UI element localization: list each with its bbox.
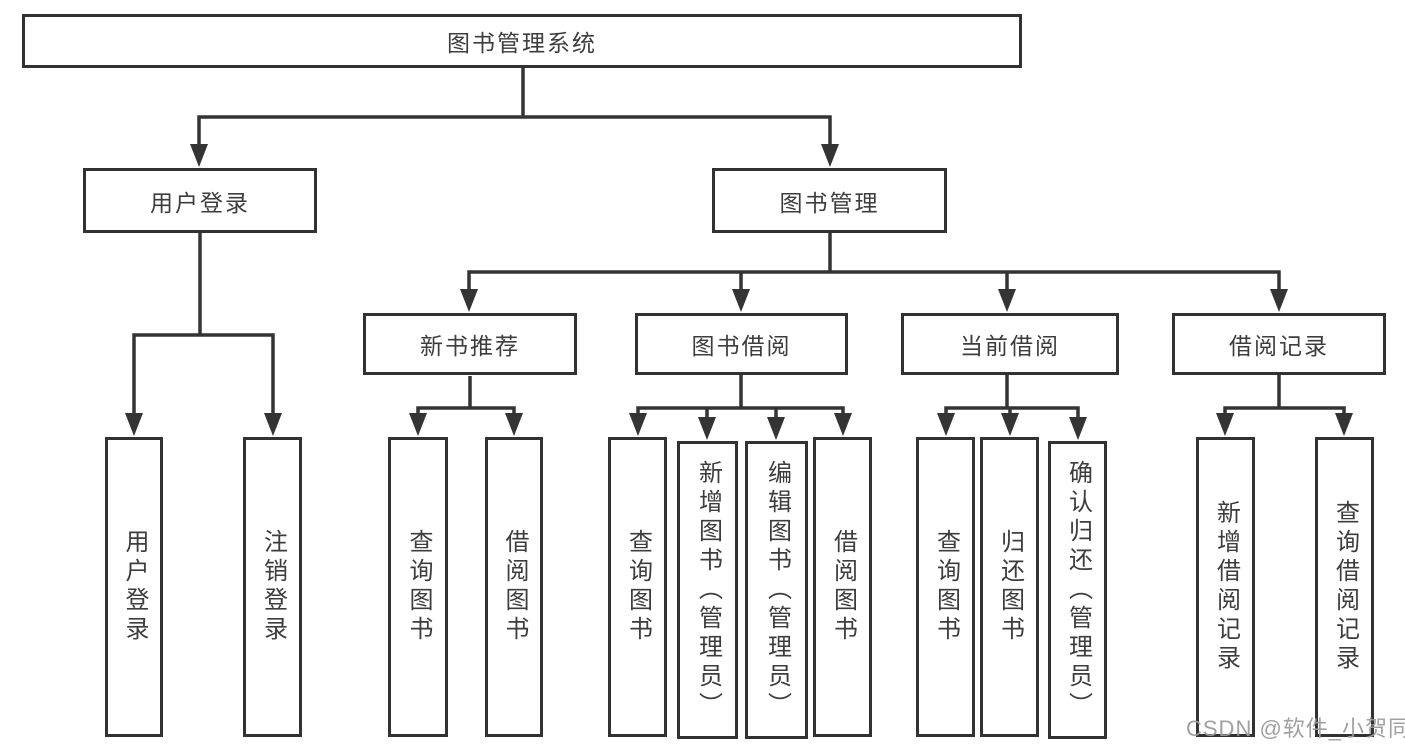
node-current-borrowing: 当前借阅 — [901, 313, 1119, 375]
leaf-logout: 注销登录 — [243, 437, 302, 737]
leaf-confirm-return-admin: 确认归还（管理员） — [1048, 441, 1107, 739]
leaf-edit-book-admin: 编辑图书（管理员） — [745, 441, 808, 739]
leaf-borrow-books-recommend: 借阅图书 — [485, 437, 543, 737]
leaf-query-books-borrowing: 查询图书 — [608, 437, 667, 737]
leaf-label: 注销登录 — [259, 529, 287, 645]
leaf-query-borrow-record: 查询借阅记录 — [1315, 437, 1374, 737]
node-book-management: 图书管理 — [712, 168, 947, 233]
leaf-label: 借阅图书 — [501, 529, 528, 645]
leaf-label: 编辑图书（管理员） — [763, 459, 791, 721]
leaf-return-book: 归还图书 — [980, 437, 1039, 737]
leaf-label: 借阅图书 — [829, 529, 857, 645]
leaf-label: 查询图书 — [624, 529, 652, 645]
node-user-login: 用户登录 — [83, 168, 317, 233]
node-new-book-recommend: 新书推荐 — [363, 313, 577, 375]
leaf-label: 归还图书 — [996, 529, 1024, 645]
leaf-user-login: 用户登录 — [105, 437, 163, 737]
node-root-system: 图书管理系统 — [22, 14, 1022, 68]
leaf-add-book-admin: 新增图书（管理员） — [677, 441, 738, 739]
leaf-label: 查询图书 — [405, 529, 432, 645]
leaf-label: 查询借阅记录 — [1331, 500, 1359, 674]
leaf-label: 新增图书（管理员） — [694, 459, 722, 721]
leaf-query-books-recommend: 查询图书 — [388, 437, 448, 737]
node-book-borrowing: 图书借阅 — [635, 313, 848, 375]
leaf-query-books-current: 查询图书 — [916, 437, 975, 737]
node-borrowing-records: 借阅记录 — [1172, 313, 1386, 375]
csdn-watermark: CSDN @软件_小贺同学 — [1186, 716, 1405, 741]
leaf-add-borrow-record: 新增借阅记录 — [1196, 437, 1255, 737]
leaf-label: 确认归还（管理员） — [1064, 459, 1092, 721]
leaf-label: 新增借阅记录 — [1212, 500, 1240, 674]
leaf-borrow-books-borrowing: 借阅图书 — [813, 437, 872, 737]
leaf-label: 用户登录 — [121, 529, 148, 645]
leaf-label: 查询图书 — [932, 529, 960, 645]
